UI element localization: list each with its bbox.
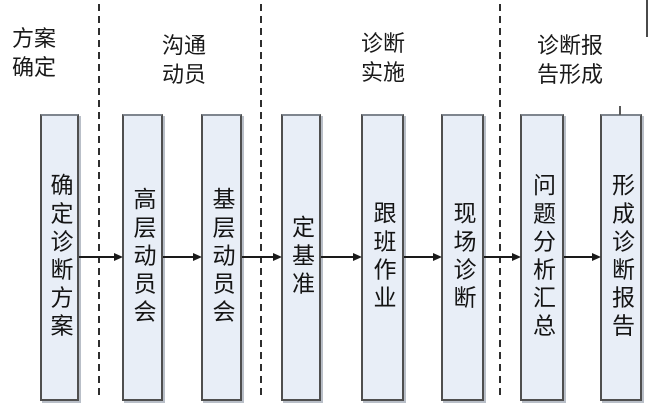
arrow-head-icon: [592, 252, 601, 261]
flow-arrow: [242, 252, 282, 262]
flow-arrow: [404, 252, 442, 262]
step-box-label: 现场诊断: [450, 201, 475, 314]
step-box-label: 高层动员会: [130, 187, 155, 328]
step-box-label: 确定诊断方案: [47, 173, 72, 342]
phase-label-report-formation: 诊断报 告形成: [515, 31, 625, 89]
step-box-set-benchmark: 定基准: [281, 114, 321, 401]
step-box-grassroots-meeting: 基层动员会: [201, 114, 242, 401]
step-box-form-report: 形成诊断报告: [600, 114, 642, 401]
step-box-label: 跟班作业: [370, 201, 395, 314]
phase-separator-line: [98, 4, 100, 397]
arrow-head-icon: [273, 252, 282, 261]
step-box-problem-analysis: 问题分析汇总: [520, 114, 564, 401]
phase-label-line: 诊断: [360, 31, 405, 56]
step-box-label: 形成诊断报告: [608, 173, 634, 342]
flow-arrow: [484, 252, 521, 262]
arrow-head-icon: [353, 252, 362, 261]
step-box-shift-following: 跟班作业: [361, 114, 404, 401]
arrow-shaft: [564, 256, 598, 258]
arrow-shaft: [242, 256, 279, 258]
arrow-head-icon: [193, 252, 202, 261]
phase-label-line: 动员: [161, 62, 206, 87]
arrow-shaft: [79, 256, 120, 258]
step-box-determine-plan: 确定诊断方案: [40, 114, 79, 401]
phase-separator-line: [499, 4, 501, 397]
phase-label-line: 告形成: [536, 62, 603, 87]
arrow-shaft: [404, 256, 439, 258]
flow-arrow: [163, 252, 202, 262]
phase-label-diagnosis-implementation: 诊断 实施: [336, 29, 430, 87]
phase-separator-line: [260, 4, 262, 397]
phase-label-line: 实施: [360, 60, 405, 85]
arrow-shaft: [484, 256, 518, 258]
phase-label-line: 沟通: [161, 33, 206, 58]
step-box-label: 定基准: [288, 215, 314, 300]
flow-arrow: [79, 252, 123, 262]
phase-label-line: 确定: [12, 55, 57, 80]
arrow-head-icon: [512, 252, 521, 261]
arrow-head-icon: [114, 252, 123, 261]
step-box-onsite-diagnosis: 现场诊断: [441, 114, 484, 401]
box-handle-tick: [619, 106, 621, 115]
flow-arrow: [321, 252, 362, 262]
step-box-highlevel-meeting: 高层动员会: [122, 114, 163, 401]
phase-label-line: 方案: [12, 26, 57, 51]
phase-label-plan-confirmation: 方案 确定: [12, 24, 56, 82]
phase-separator-partial: [646, 0, 648, 37]
arrow-shaft: [163, 256, 199, 258]
flow-arrow: [564, 252, 601, 262]
step-box-label: 问题分析汇总: [529, 173, 555, 342]
phase-label-communication-mobilization: 沟通 动员: [137, 31, 231, 89]
arrow-head-icon: [433, 252, 442, 261]
step-box-label: 基层动员会: [209, 187, 234, 328]
arrow-shaft: [321, 256, 359, 258]
phase-label-line: 诊断报: [536, 33, 603, 58]
